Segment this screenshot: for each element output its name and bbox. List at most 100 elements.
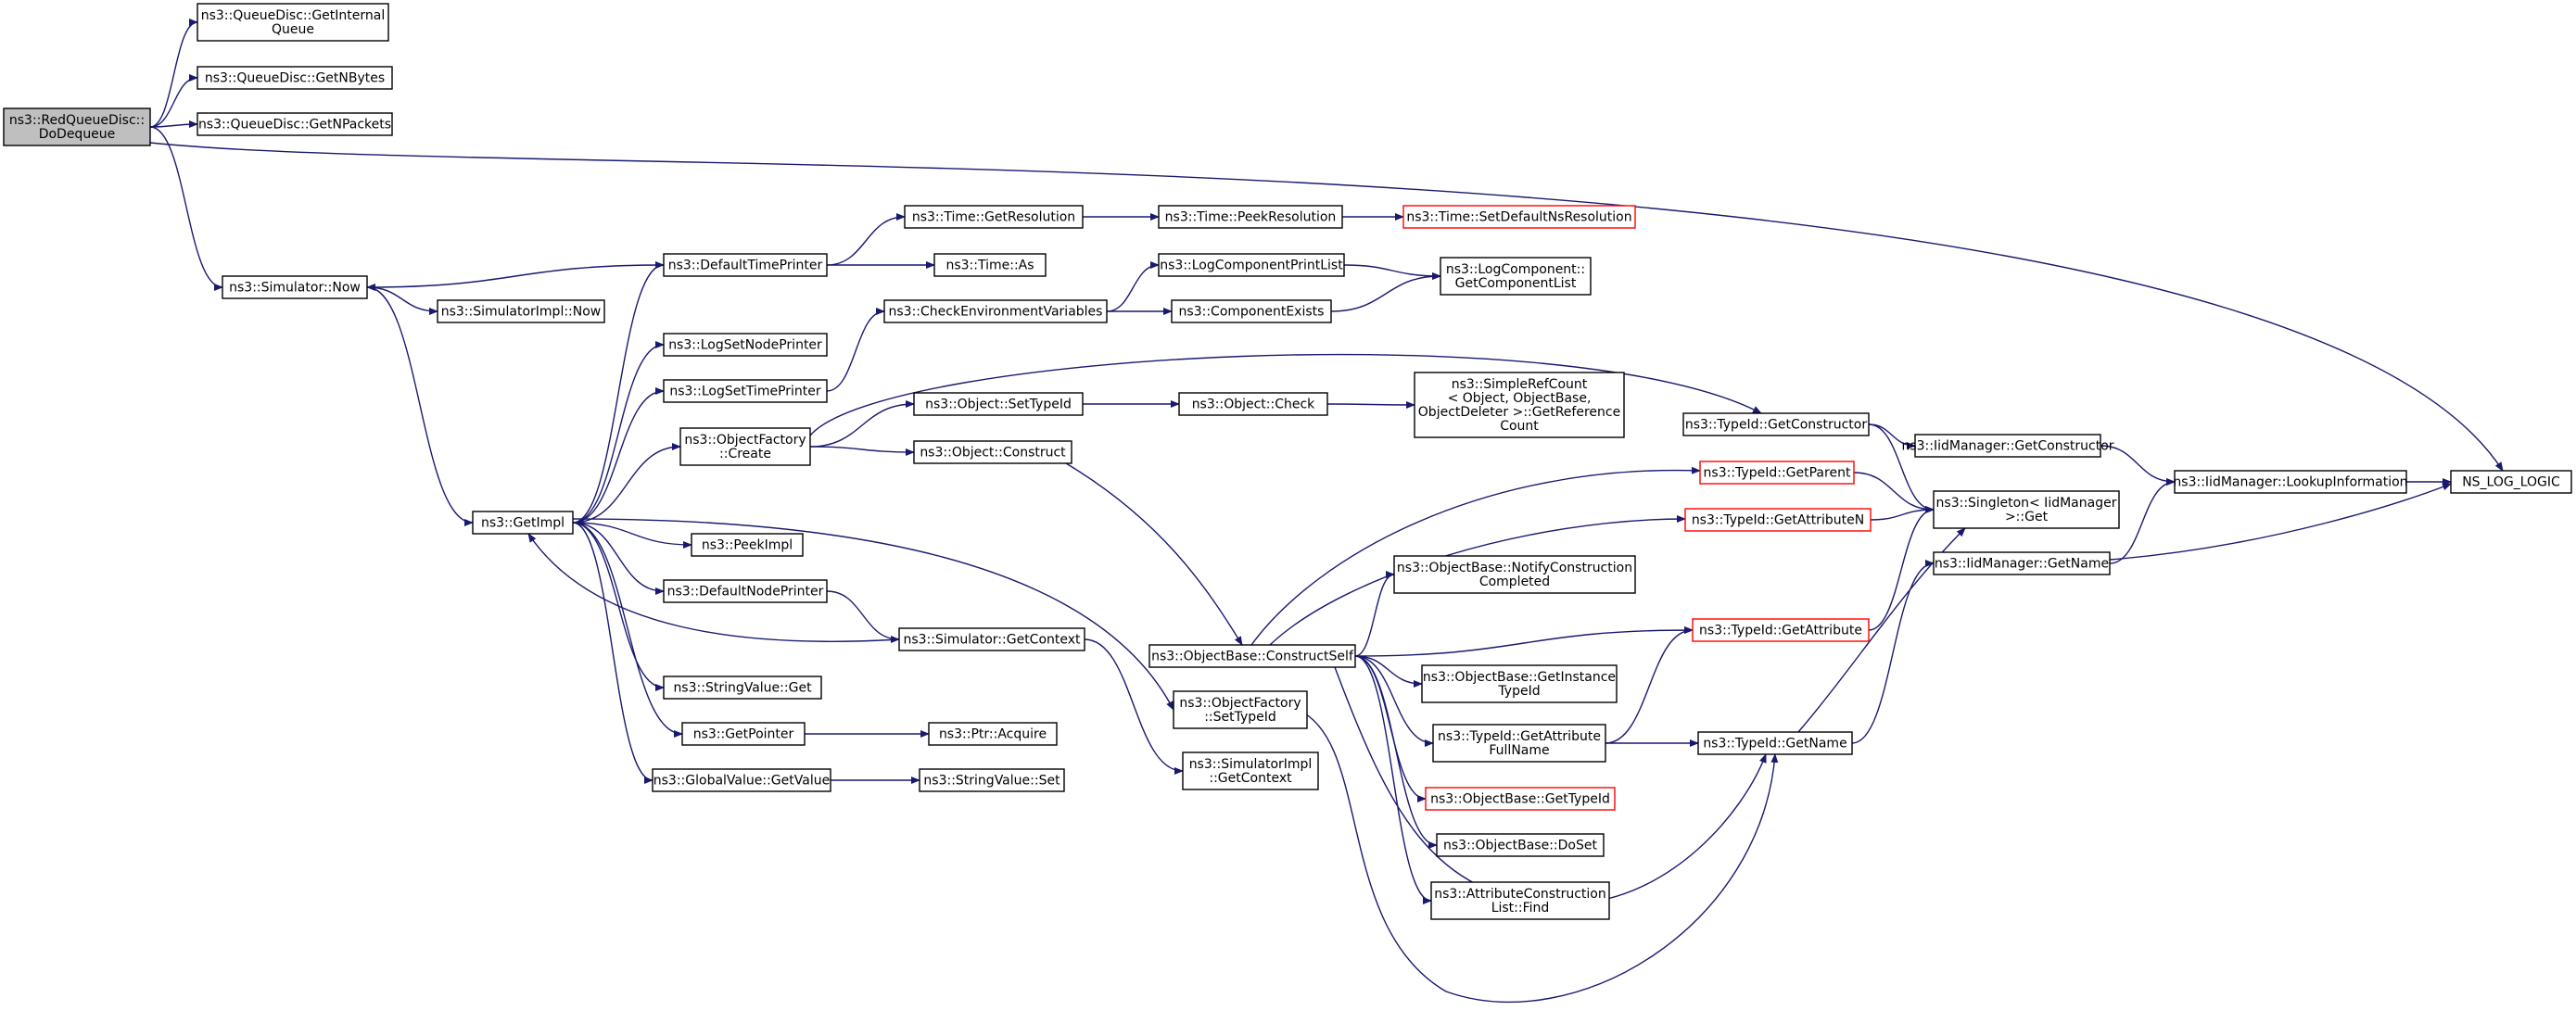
node-typeid-getattribute[interactable]: ns3::TypeId::GetAttribute: [1692, 618, 1870, 642]
edge-typeid-getparent-to-singleton-get: [1853, 472, 1935, 513]
node-ptr-acquire[interactable]: ns3::Ptr::Acquire: [928, 722, 1058, 746]
node-time-getres[interactable]: ns3::Time::GetResolution: [904, 205, 1084, 229]
edge-defaulttimeprinter-to-sim-now: [366, 264, 665, 291]
edge-objbase-constructself-to-typeid-getparent: [1250, 466, 1701, 646]
node-label: GetComponentList: [1455, 276, 1577, 291]
node-logsetnodeprinter[interactable]: ns3::LogSetNodePrinter: [663, 333, 828, 357]
node-label: ns3::ObjectBase::GetInstance: [1423, 670, 1616, 685]
node-ns-log-logic[interactable]: NS_LOG_LOGIC: [2450, 470, 2572, 494]
node-box: [3, 107, 151, 146]
node-box: [652, 768, 831, 792]
node-label: >::Get: [2005, 510, 2049, 524]
node-time-setdefault[interactable]: ns3::Time::SetDefaultNsResolution: [1402, 205, 1636, 229]
node-box: [2450, 470, 2572, 494]
node-logcompprintlist[interactable]: ns3::LogComponentPrintList: [1158, 253, 1345, 277]
node-simplerefcount[interactable]: ns3::SimpleRefCount< Object, ObjectBase,…: [1414, 372, 1625, 438]
node-objbase-gettypeid[interactable]: ns3::ObjectBase::GetTypeId: [1425, 787, 1616, 811]
node-stringvalue-set[interactable]: ns3::StringValue::Set: [919, 768, 1065, 792]
node-label: ns3::SimulatorImpl: [1189, 757, 1313, 772]
node-typeid-getparent[interactable]: ns3::TypeId::GetParent: [1699, 461, 1855, 485]
node-time-peekres[interactable]: ns3::Time::PeekResolution: [1158, 205, 1343, 229]
node-objbase-constructself[interactable]: ns3::ObjectBase::ConstructSelf: [1148, 644, 1356, 668]
node-time-as[interactable]: ns3::Time::As: [933, 253, 1047, 277]
edge-getimpl-to-globalvalue-getvalue: [572, 522, 654, 784]
node-sim-getcontext[interactable]: ns3::Simulator::GetContext: [898, 627, 1085, 651]
node-simimpl-now[interactable]: ns3::SimulatorImpl::Now: [437, 299, 605, 323]
node-objbase-doset[interactable]: ns3::ObjectBase::DoSet: [1436, 833, 1605, 857]
node-box: [1393, 555, 1636, 594]
node-label: ns3::Time::As: [945, 259, 1034, 273]
node-box: [919, 768, 1065, 792]
node-logcomp-getlist[interactable]: ns3::LogComponent::GetComponentList: [1440, 257, 1592, 296]
edge-objbase-constructself-to-typeid-getattrfullname: [1354, 655, 1434, 747]
node-componentexists[interactable]: ns3::ComponentExists: [1171, 299, 1332, 323]
node-qd-getnbytes[interactable]: ns3::QueueDisc::GetNBytes: [197, 66, 393, 90]
call-nodes: ns3::RedQueueDisc::DoDequeue ns3::QueueDi…: [3, 3, 2572, 920]
node-peekimpl[interactable]: ns3::PeekImpl: [691, 533, 804, 557]
edge-getimpl-to-objfactory-settypeid: [572, 518, 1174, 711]
node-iidmgr-lookup[interactable]: ns3::IidManager::LookupInformation: [2173, 470, 2408, 494]
edge-checkenv-to-logcompprintlist: [1106, 261, 1160, 312]
edge-typeid-getattrfullname-to-typeid-getattribute: [1605, 626, 1694, 744]
node-label: ns3::Time::PeekResolution: [1165, 210, 1337, 225]
node-label: ::GetContext: [1209, 771, 1292, 786]
edge-sim-getcontext-to-getimpl: [527, 533, 900, 642]
edge-root-to-sim-now: [149, 126, 223, 291]
node-logsettimeprinter[interactable]: ns3::LogSetTimePrinter: [663, 379, 828, 403]
node-object-construct[interactable]: ns3::Object::Construct: [913, 440, 1072, 464]
node-defaultnodeprinter[interactable]: ns3::DefaultNodePrinter: [663, 579, 828, 603]
node-box: [1178, 392, 1328, 416]
node-qd-getnpackets[interactable]: ns3::QueueDisc::GetNPackets: [197, 112, 393, 136]
node-defaulttimeprinter[interactable]: ns3::DefaultTimePrinter: [663, 253, 828, 277]
node-box: [1158, 253, 1345, 277]
node-globalvalue-getvalue[interactable]: ns3::GlobalValue::GetValue: [652, 768, 831, 792]
node-label: ns3::QueueDisc::GetInternal: [201, 8, 386, 23]
node-box: [1148, 644, 1356, 668]
node-iidmgr-getconstructor[interactable]: ns3::IidManager::GetConstructor: [1901, 434, 2114, 458]
node-label: ns3::AttributeConstruction: [1434, 887, 1605, 902]
node-iidmgr-getname[interactable]: ns3::IidManager::GetName: [1933, 551, 2111, 575]
node-label: ns3::ObjectFactory: [1179, 696, 1301, 711]
node-typeid-getconstructor[interactable]: ns3::TypeId::GetConstructor: [1682, 412, 1870, 436]
node-sim-now[interactable]: ns3::Simulator::Now: [222, 275, 368, 299]
node-typeid-getname[interactable]: ns3::TypeId::GetName: [1697, 731, 1853, 755]
node-box: [222, 275, 368, 299]
node-typeid-getattributen[interactable]: ns3::TypeId::GetAttributeN: [1684, 508, 1872, 532]
node-checkenv[interactable]: ns3::CheckEnvironmentVariables: [883, 299, 1108, 323]
node-stringvalue-get[interactable]: ns3::StringValue::Get: [663, 676, 822, 700]
edge-objbase-constructself-to-objbase-doset: [1354, 655, 1438, 849]
node-label: ns3::QueueDisc::GetNPackets: [198, 118, 391, 133]
node-getimpl[interactable]: ns3::GetImpl: [472, 511, 574, 535]
edge-objfactory-create-to-object-construct: [809, 446, 915, 456]
edge-sim-now-to-simimpl-now: [366, 286, 438, 315]
edge-getimpl-to-getpointer: [572, 522, 683, 738]
node-box: [913, 440, 1072, 464]
node-simimpl-getcontext[interactable]: ns3::SimulatorImpl::GetContext: [1182, 751, 1319, 790]
node-box: [1697, 731, 1853, 755]
node-object-check[interactable]: ns3::Object::Check: [1178, 392, 1328, 416]
node-label: ns3::Time::SetDefaultNsResolution: [1406, 210, 1631, 225]
node-objbase-notify[interactable]: ns3::ObjectBase::NotifyConstructionCompl…: [1393, 555, 1636, 594]
node-objfactory-settypeid[interactable]: ns3::ObjectFactory::SetTypeId: [1173, 690, 1308, 729]
node-label: ns3::IidManager::GetName: [1935, 557, 2109, 572]
node-label: ns3::Object::Check: [1192, 398, 1315, 412]
node-root[interactable]: ns3::RedQueueDisc::DoDequeue: [3, 107, 151, 146]
node-box: [1684, 508, 1872, 532]
edge-logsettimeprinter-to-checkenv: [826, 308, 885, 392]
node-singleton-get[interactable]: ns3::Singleton< IidManager>::Get: [1933, 490, 2120, 529]
node-label: Completed: [1479, 575, 1550, 589]
node-object-settypeid[interactable]: ns3::Object::SetTypeId: [913, 392, 1084, 416]
node-objfactory-create[interactable]: ns3::ObjectFactory::Create: [679, 427, 811, 466]
node-box: [197, 3, 389, 42]
node-getpointer[interactable]: ns3::GetPointer: [681, 722, 806, 746]
node-box: [1173, 690, 1308, 729]
node-label: < Object, ObjectBase,: [1448, 391, 1592, 406]
edge-root-to-qd-getnpackets: [149, 120, 198, 129]
node-box: [883, 299, 1108, 323]
node-box: [679, 427, 811, 466]
